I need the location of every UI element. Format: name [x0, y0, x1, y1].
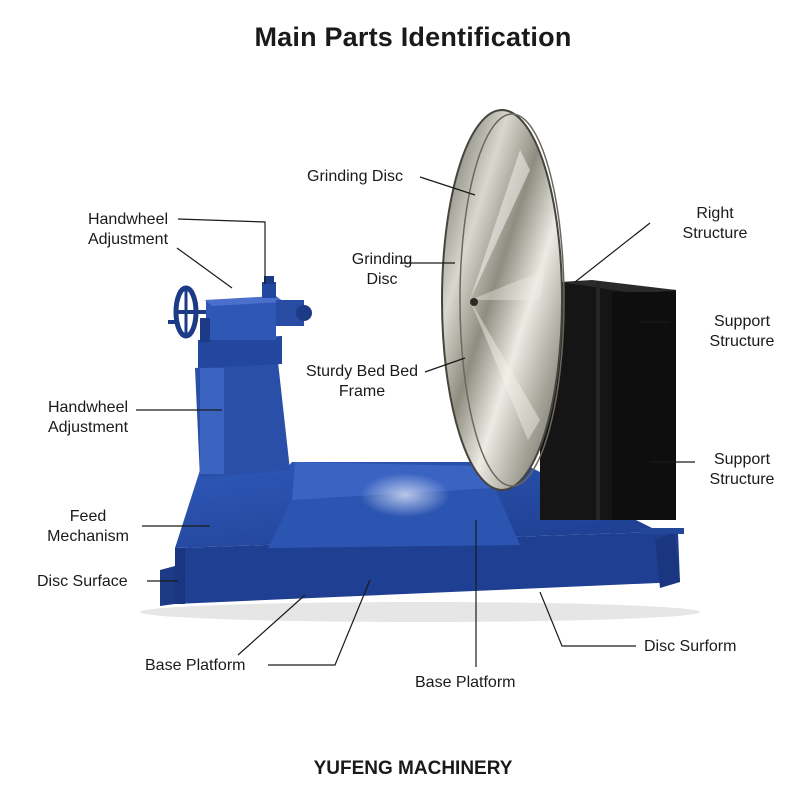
- right-housing: [540, 280, 676, 520]
- label-base-platform-left: Base Platform: [145, 657, 246, 674]
- page-title: Main Parts Identification: [254, 22, 572, 52]
- leader-lines: [136, 176, 695, 667]
- handwheel-icon: [168, 285, 206, 339]
- top-crank-icon: [262, 276, 276, 298]
- label-feed-mechanism: Feed Mechanism: [47, 508, 129, 545]
- base-glare: [360, 473, 450, 517]
- left-column: [195, 296, 312, 478]
- label-sturdy-bed-frame: Sturdy Bed Bed Frame: [305, 363, 419, 400]
- label-right-structure: Right Structure: [682, 205, 748, 242]
- grinding-disc: [441, 109, 565, 491]
- label-grinding-disc-mid: Grinding Disc: [351, 251, 413, 288]
- label-support-structure-upper: Support Structure: [709, 313, 775, 350]
- label-support-structure-lower: Support Structure: [709, 451, 775, 488]
- label-handwheel-top: Handwheel Adjustment: [87, 211, 169, 248]
- base-platform: [160, 462, 684, 606]
- brand-footer: YUFENG MACHINERY: [313, 758, 513, 779]
- side-knob: [296, 305, 312, 321]
- label-disc-surface: Disc Surface: [37, 573, 128, 590]
- floor-shadow: [140, 602, 700, 622]
- label-grinding-disc-top: Grinding Disc: [307, 168, 404, 185]
- label-disc-surform: Disc Surform: [644, 638, 737, 655]
- label-base-platform-center: Base Platform: [415, 674, 516, 691]
- label-handwheel-left: Handwheel Adjustment: [47, 399, 129, 436]
- disc-hub: [470, 298, 478, 306]
